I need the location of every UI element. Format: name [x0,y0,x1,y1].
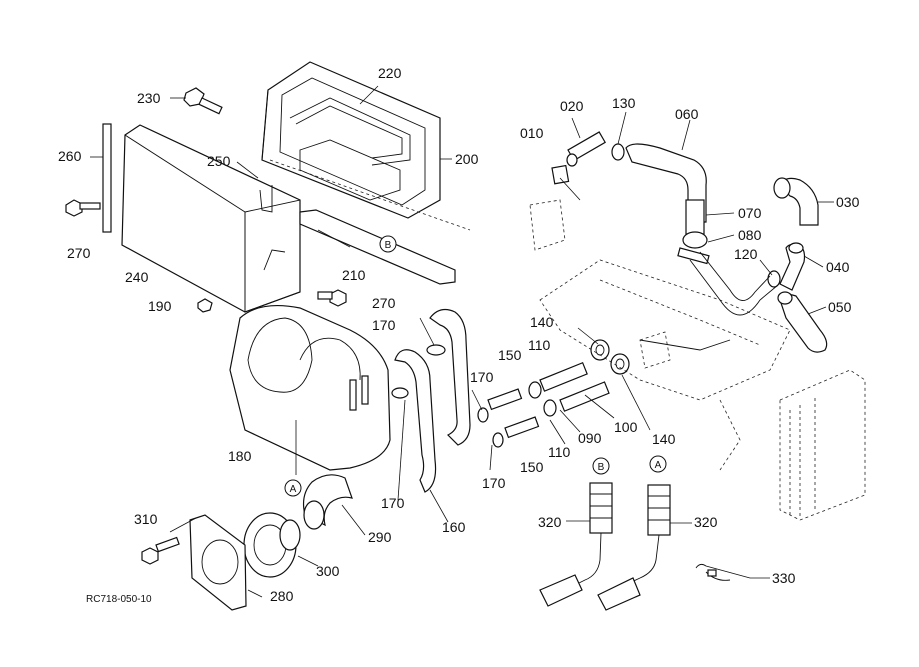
ring-140-upper [590,339,610,361]
bolt-310 [141,536,180,565]
label-030: 030 [836,194,860,210]
label-170-left: 170 [470,369,494,385]
callout-a-left: A [284,479,302,497]
pipe-090 [543,381,610,417]
label-260: 260 [58,148,82,164]
engine-frame [529,199,791,471]
label-180: 180 [228,448,252,464]
label-110-lower: 110 [548,444,571,460]
callout-b-bottom: B [592,457,610,475]
label-060: 060 [675,106,699,122]
svg-text:A: A [655,460,662,471]
clamp-170-top [426,344,446,356]
elbow-290 [302,474,353,530]
hose-060 [625,143,707,223]
label-170-bottom-right: 170 [482,475,506,491]
label-160: 160 [442,519,466,535]
callout-b-top: B [379,235,397,253]
label-220: 220 [378,65,402,81]
label-190: 190 [148,298,172,314]
label-090: 090 [578,430,602,446]
cable-tie-330 [695,563,751,581]
bar-210 [299,209,456,285]
valve-020 [566,131,606,167]
clamp-080 [677,231,710,265]
plate-280 [189,514,247,611]
hose-050 [777,291,828,353]
label-130: 130 [612,95,636,111]
fitting-010 [551,164,570,185]
leader-lines [90,85,834,598]
drawing-code: RC718-050-10 [86,594,152,605]
callout-a-right: A [649,455,667,473]
pipe-150-lower [492,416,540,448]
label-010: 010 [520,125,544,141]
label-150-upper: 150 [498,347,522,363]
label-040: 040 [826,259,850,275]
hose-030 [773,177,819,226]
label-270-mid: 270 [372,295,396,311]
label-140-upper: 140 [530,314,554,330]
hose-320-left [539,482,613,607]
bracket-200 [261,61,471,231]
hose-040 [779,242,806,291]
bolt-190 [197,298,213,313]
bolt-230 [183,87,223,115]
label-270-left: 270 [67,245,91,261]
label-240: 240 [125,269,149,285]
panel-240 [121,124,301,313]
ring-300 [243,512,301,578]
label-250: 250 [207,153,231,169]
label-050: 050 [828,299,852,315]
label-300: 300 [316,563,340,579]
svg-text:B: B [385,240,392,251]
label-080: 080 [738,227,762,243]
ring-140-lower [610,353,630,375]
label-140-lower: 140 [652,431,676,447]
pipe-long-right [639,251,779,351]
label-310: 310 [134,511,158,527]
label-100: 100 [614,419,638,435]
label-210: 210 [342,267,366,283]
clamp-120 [767,270,781,288]
svg-text:A: A [290,484,297,495]
svg-text:B: B [598,462,605,473]
bar-220 [289,97,411,166]
radiator [779,369,866,521]
label-110-upper: 110 [528,337,551,353]
bolt-mid [317,289,347,307]
label-200: 200 [455,151,479,167]
pipe-100 [528,361,588,399]
pipe-150-upper [477,388,523,423]
label-150-lower: 150 [520,459,544,475]
label-290: 290 [368,529,392,545]
heater-180 [229,304,391,471]
label-320-right: 320 [694,514,718,530]
part-labels: 220 230 200 260 250 270 240 210 190 270 … [58,65,860,604]
label-070: 070 [738,205,762,221]
rod-260 [102,123,112,233]
label-230: 230 [137,90,161,106]
label-320-left: 320 [538,514,562,530]
clamp-170-left [391,387,409,399]
label-170-bottom: 170 [381,495,405,511]
label-280: 280 [270,588,294,604]
hose-320-right [597,484,671,611]
label-330: 330 [772,570,796,586]
pipe-070 [685,199,705,235]
clamp-130 [611,143,625,161]
label-170-top: 170 [372,317,396,333]
bolt-upper-left [65,199,101,217]
label-120: 120 [734,246,758,262]
label-020: 020 [560,98,584,114]
hose-160 [394,308,471,493]
